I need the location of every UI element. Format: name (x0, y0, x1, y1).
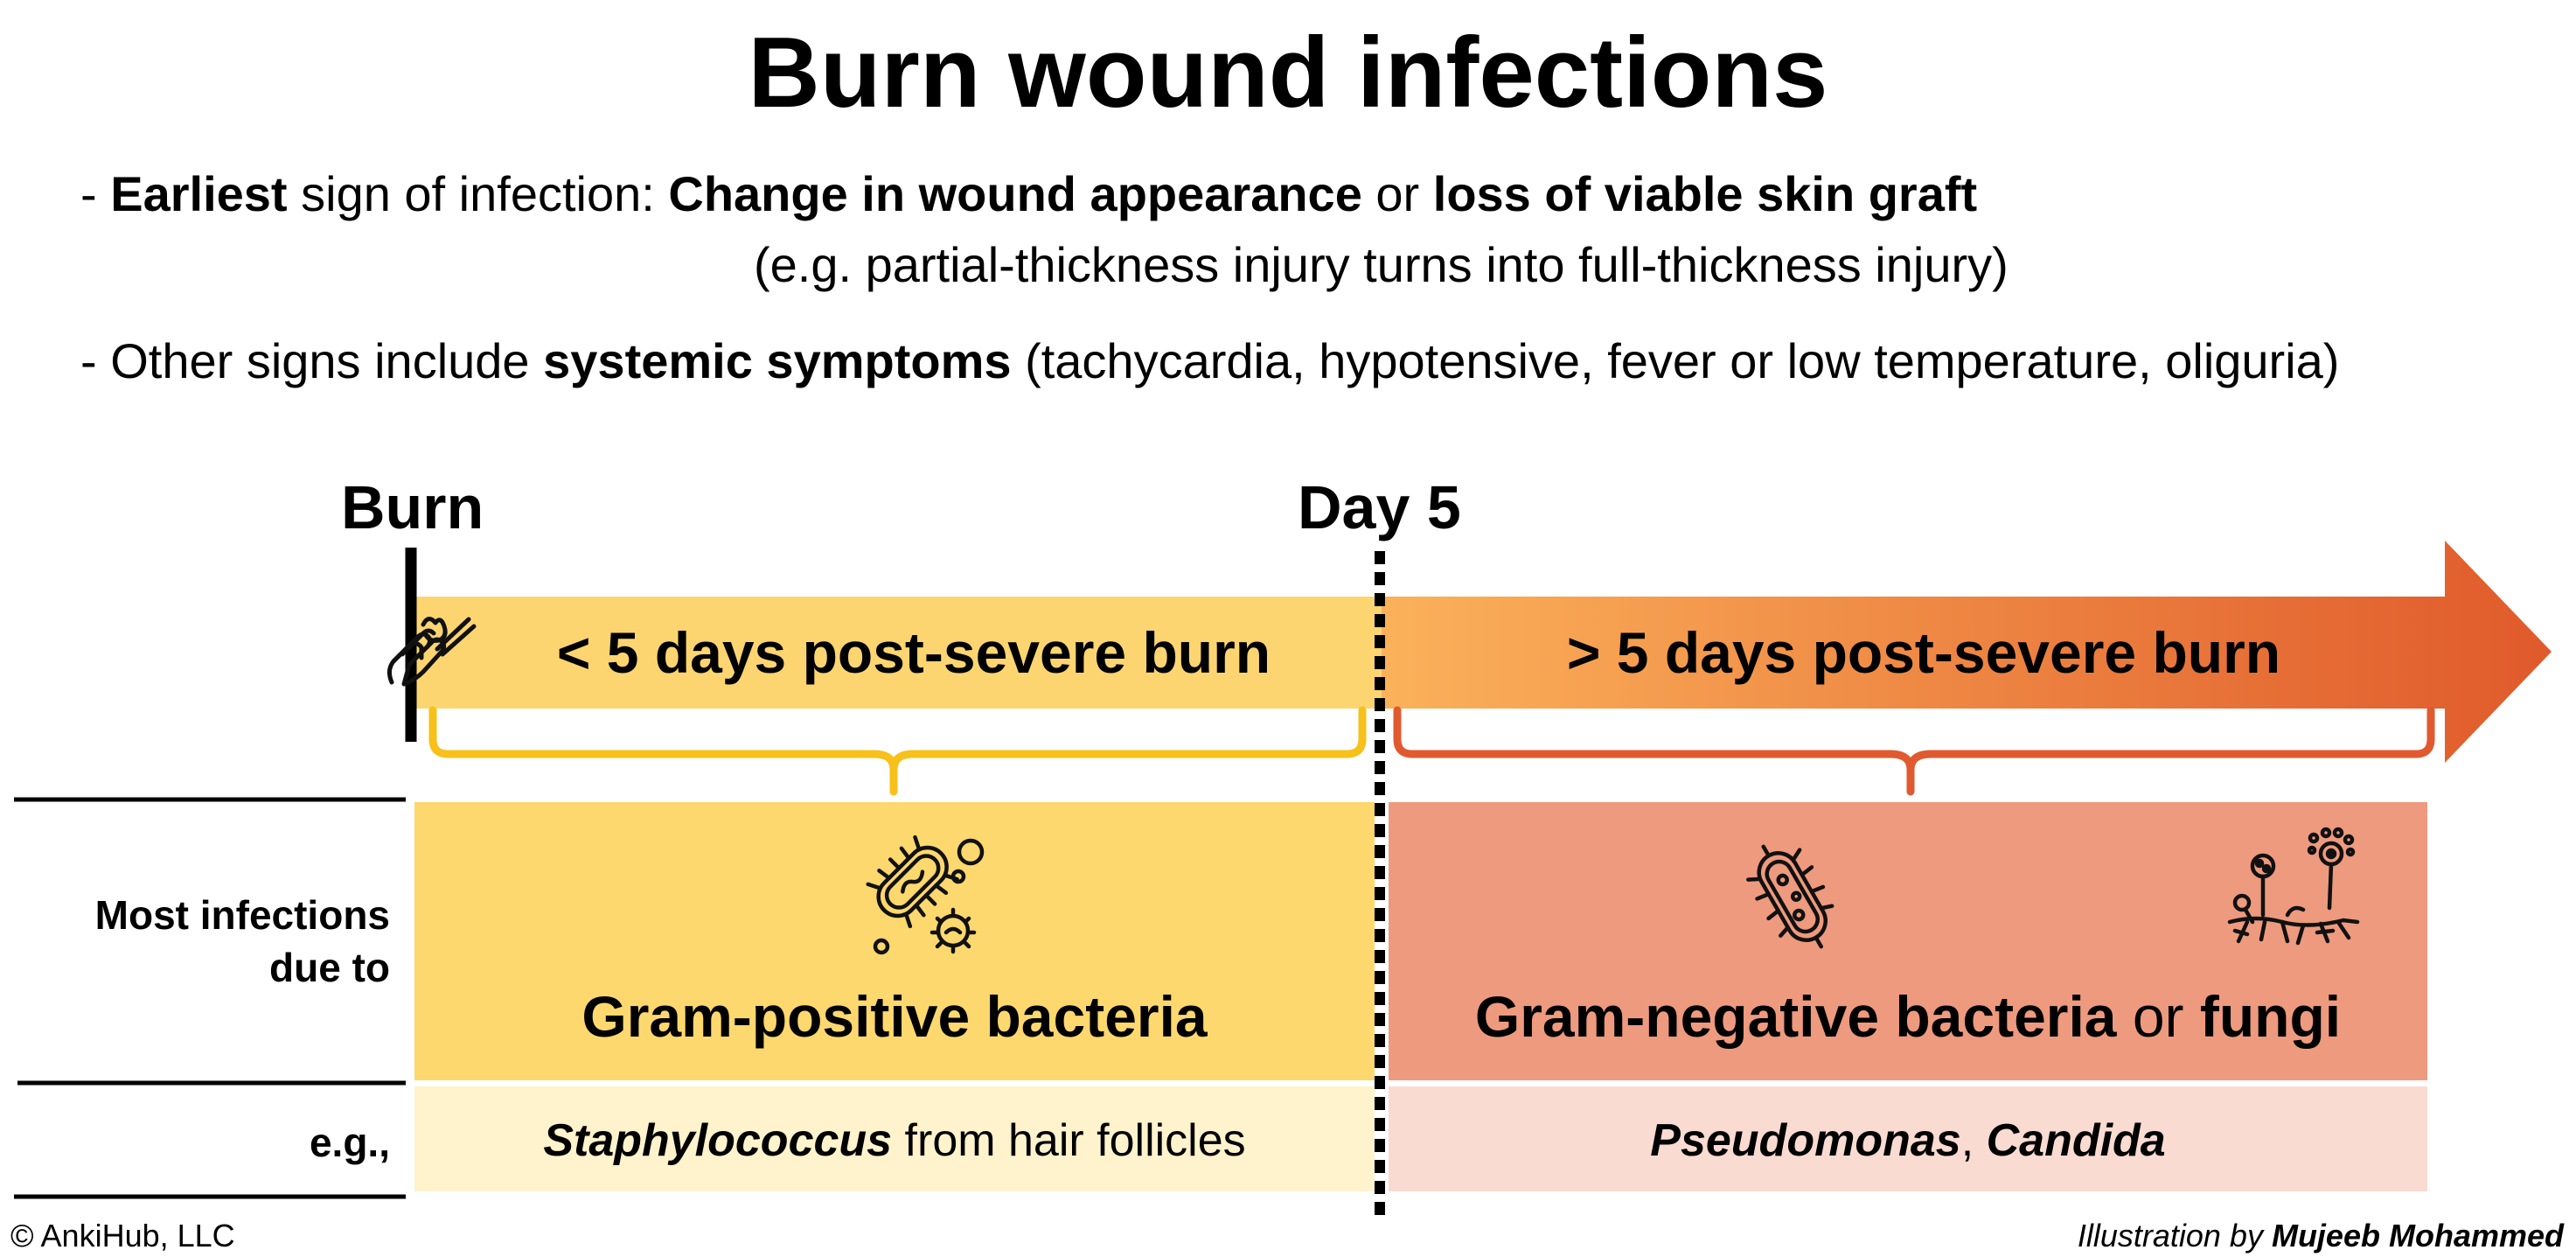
fungi-icon (2227, 827, 2360, 946)
gram-negative-text: Gram-negative bacteria (1474, 984, 2117, 1049)
day5-marker-label: Day 5 (1298, 473, 1461, 541)
earliest-keyword: Earliest (110, 166, 288, 221)
page-title: Burn wound infections (748, 17, 1828, 129)
burned-hand-icon (386, 617, 477, 687)
late-example-box (1389, 1086, 2427, 1191)
other-signs-prefix: - Other signs include (80, 333, 544, 388)
late-organism: Gram-negative bacteria or fungi (1389, 981, 2427, 1051)
fungi-text: fungi (2199, 984, 2342, 1049)
burn-marker-label: Burn (341, 473, 484, 541)
gram-negative-bacterium-icon (1746, 844, 1835, 949)
loss-skin-graft: loss of viable skin graft (1432, 166, 1978, 221)
copyright: © AnkiHub, LLC (10, 1218, 235, 1254)
illustration-credit: Illustration by Mujeeb Mohammed (2078, 1217, 2564, 1255)
change-wound-appearance: Change in wound appearance (668, 166, 1362, 221)
early-example: Staphylococcus from hair follicles (414, 1112, 1375, 1170)
or-text: or (1361, 166, 1433, 221)
gram-positive-bacteria-icon (866, 835, 985, 955)
sign-of-infection-text: sign of infection: (287, 166, 669, 221)
credit-name: Mujeeb Mohammed (2271, 1218, 2564, 1254)
bullet-dash: - (80, 166, 111, 221)
pseudomonas-text: Pseudomonas (1650, 1115, 1961, 1166)
early-brace (428, 706, 1367, 796)
early-period-band (413, 597, 1382, 709)
row-label-most-infections: Most infections (94, 892, 390, 938)
credit-prefix: Illustration by (2077, 1218, 2272, 1254)
late-infection-box (1389, 802, 2427, 1080)
earliest-sign-line: - Earliest sign of infection: Change in … (80, 164, 1977, 225)
early-example-box (414, 1086, 1375, 1191)
row-label-eg: e.g., (309, 1120, 390, 1165)
systemic-symptoms: systemic symptoms (543, 333, 1012, 388)
candida-text: Candida (1986, 1115, 2166, 1166)
late-period-label: > 5 days post-severe burn (1566, 620, 2281, 685)
or-connector: or (2116, 984, 2200, 1049)
early-infection-box (414, 802, 1375, 1080)
row-label-due-to: due to (269, 945, 390, 990)
earliest-sign-example: (e.g. partial-thickness injury turns int… (754, 237, 2009, 292)
early-organism: Gram-positive bacteria (581, 984, 1208, 1049)
other-signs-line: - Other signs include systemic symptoms … (80, 331, 2339, 392)
late-example: Pseudomonas, Candida (1389, 1112, 2427, 1170)
hair-follicles-text: from hair follicles (892, 1115, 1246, 1166)
example-separator: , (1960, 1115, 1987, 1166)
late-brace (1393, 706, 2435, 796)
staphylococcus-text: Staphylococcus (543, 1115, 893, 1166)
early-period-label: < 5 days post-severe burn (556, 620, 1271, 685)
symptoms-list: (tachycardia, hypotensive, fever or low … (1011, 333, 2340, 388)
late-period-arrow (1382, 541, 2552, 763)
